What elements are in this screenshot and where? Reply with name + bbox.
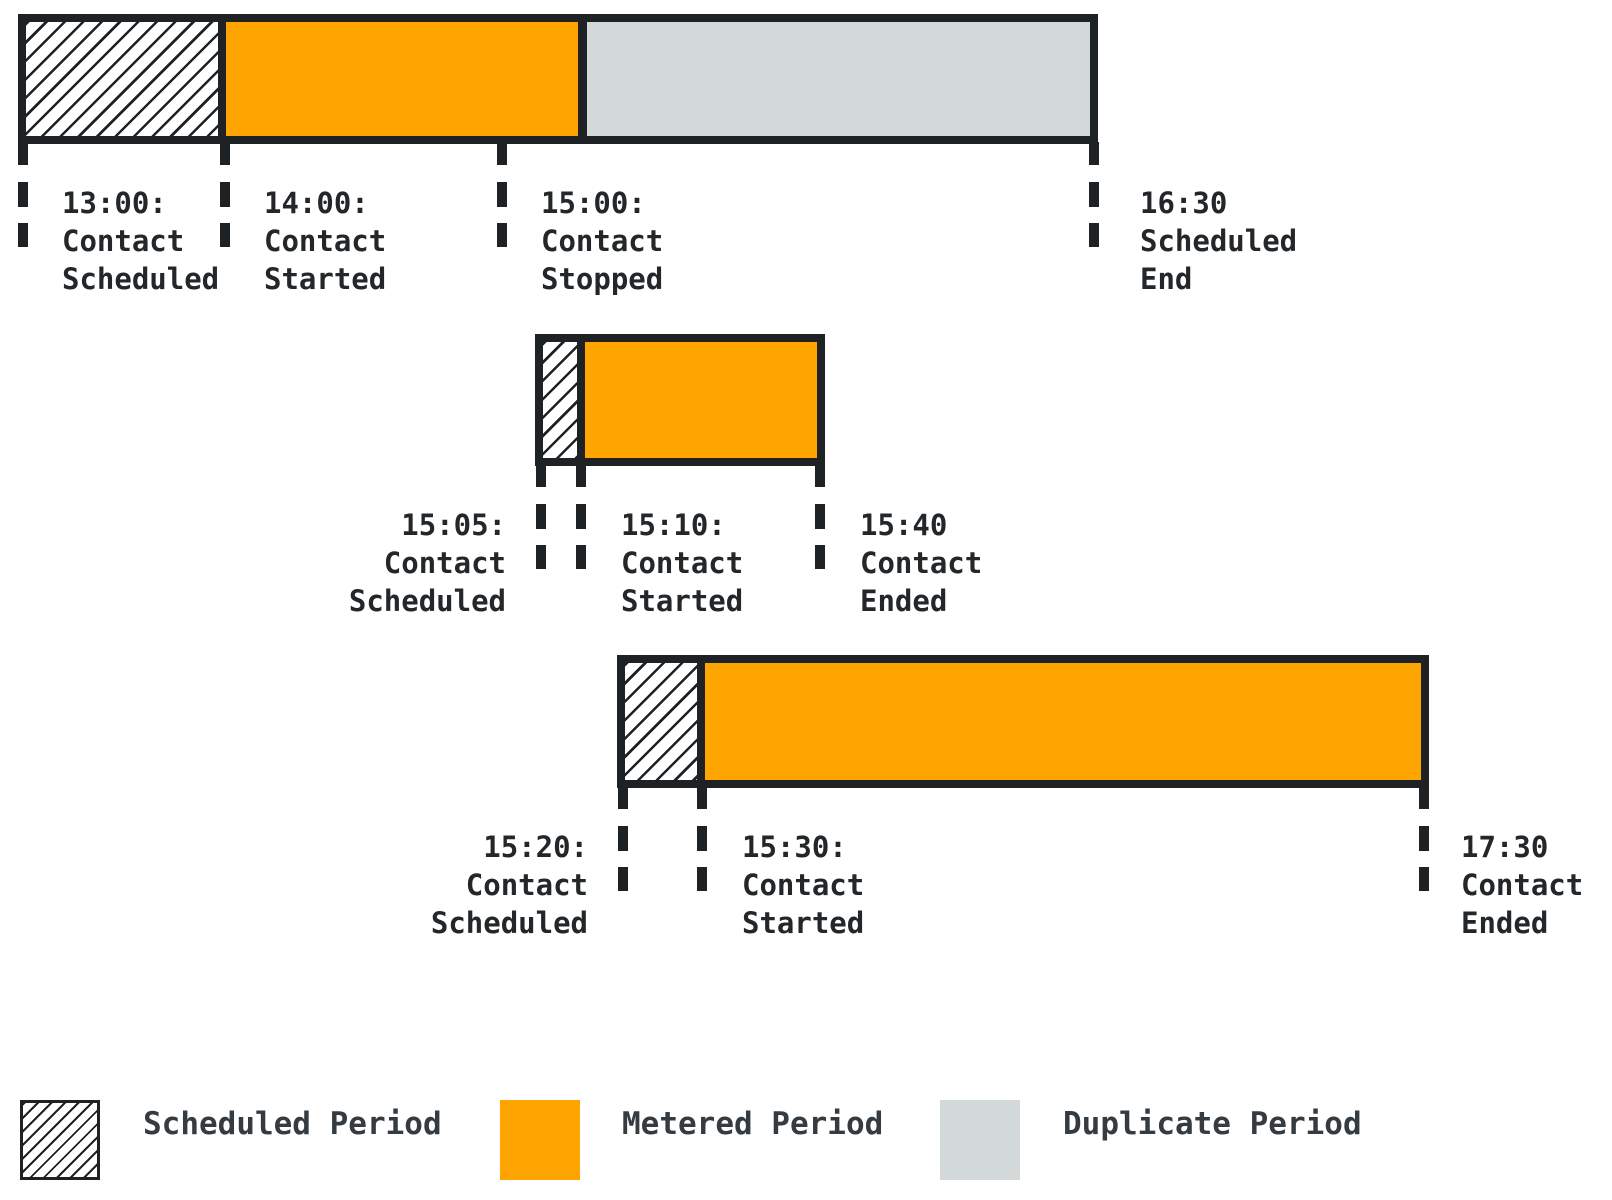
- legend-label-scheduled-period: Scheduled Period: [143, 1106, 442, 1142]
- tick-mark: [1419, 826, 1429, 891]
- axis-stub: [536, 464, 546, 487]
- tick-mark: [618, 826, 628, 891]
- segment-scheduled-period: [625, 663, 697, 780]
- axis-stub: [576, 464, 586, 487]
- time-label-contact-scheduled: 15:05: Contact Scheduled: [348, 508, 506, 618]
- axis-stub: [497, 142, 507, 165]
- axis-stub: [697, 786, 707, 809]
- legend-swatch-scheduled-period: [20, 1100, 100, 1180]
- segment-divider: [697, 663, 705, 780]
- timeline-bar-2: [535, 334, 825, 466]
- axis-stub: [618, 786, 628, 809]
- tick-mark: [576, 504, 586, 569]
- axis-stub: [220, 142, 230, 165]
- time-label-contact-scheduled: 13:00: Contact Scheduled: [62, 186, 220, 296]
- time-label-contact-started: 15:10: Contact Started: [621, 508, 744, 618]
- time-label-contact-ended: 15:40 Contact Ended: [860, 508, 983, 618]
- segment-divider: [577, 342, 585, 458]
- tick-mark: [497, 182, 507, 247]
- time-label-contact-started: 15:30: Contact Started: [742, 830, 865, 940]
- time-label-contact-ended: 17:30 Contact Ended: [1461, 830, 1584, 940]
- axis-stub: [1089, 142, 1099, 165]
- time-label-contact-scheduled: 15:20: Contact Scheduled: [430, 830, 588, 940]
- segment-divider: [578, 22, 587, 136]
- time-label-contact-started: 14:00: Contact Started: [264, 186, 387, 296]
- tick-mark: [697, 826, 707, 891]
- legend-label-duplicate-period: Duplicate Period: [1063, 1106, 1362, 1142]
- segment-metered-period: [226, 22, 578, 136]
- segment-metered-period: [585, 342, 817, 458]
- axis-stub: [815, 464, 825, 487]
- segment-scheduled-period: [26, 22, 218, 136]
- tick-mark: [1089, 182, 1099, 247]
- tick-mark: [815, 504, 825, 569]
- tick-mark: [536, 504, 546, 569]
- segment-metered-period: [705, 663, 1421, 780]
- time-label-contact-stopped: 15:00: Contact Stopped: [541, 186, 664, 296]
- time-label-scheduled-end: 16:30 Scheduled End: [1140, 186, 1298, 296]
- segment-scheduled-period: [543, 342, 577, 458]
- legend-swatch-duplicate-period: [940, 1100, 1020, 1180]
- axis-stub: [18, 142, 28, 165]
- segment-divider: [218, 22, 226, 136]
- segment-duplicate-period: [587, 22, 1090, 136]
- legend-swatch-metered-period: [500, 1100, 580, 1180]
- tick-mark: [18, 182, 28, 247]
- tick-mark: [220, 182, 230, 247]
- timeline-bar-3: [617, 655, 1429, 788]
- legend-label-metered-period: Metered Period: [622, 1106, 884, 1142]
- axis-stub: [1419, 786, 1429, 809]
- timeline-bar-1: [18, 14, 1098, 144]
